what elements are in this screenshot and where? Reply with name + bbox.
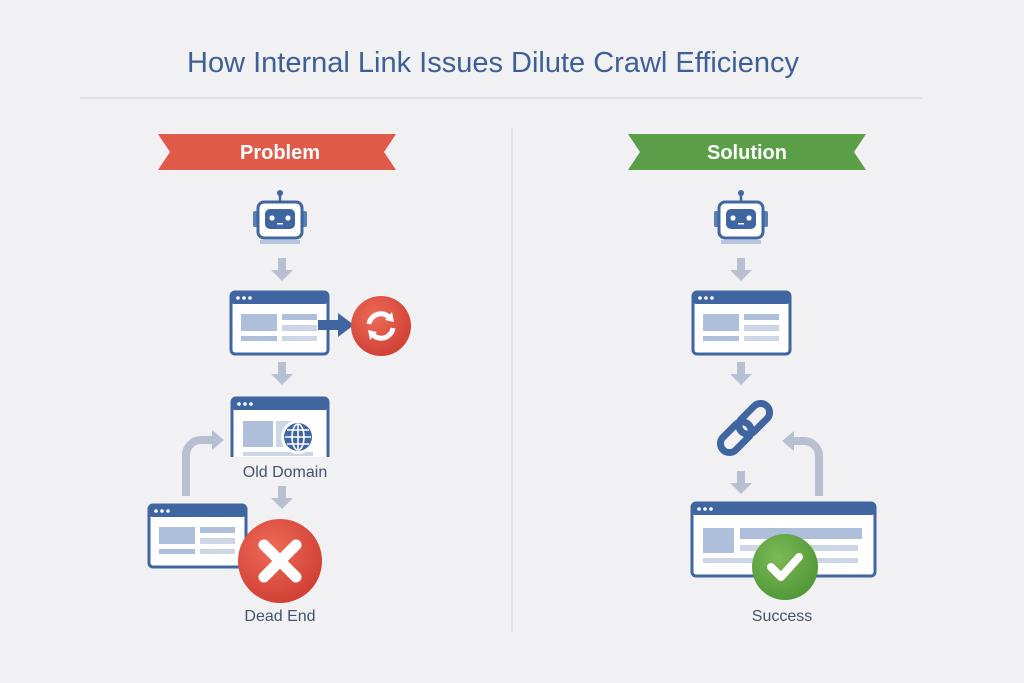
problem-banner: Problem <box>158 134 396 170</box>
crawler-robot-icon <box>712 188 770 246</box>
redirect-arrow-icon <box>318 313 354 337</box>
old-domain-page-icon <box>230 396 330 457</box>
webpage-icon <box>229 290 330 356</box>
page-title: How Internal Link Issues Dilute Crawl Ef… <box>187 47 799 79</box>
success-check-icon <box>752 534 818 600</box>
down-arrow-icon <box>271 362 293 385</box>
down-arrow-icon <box>271 486 293 509</box>
old-domain-label: Old Domain <box>243 464 327 481</box>
problem-banner-label: Problem <box>240 142 320 164</box>
solution-banner-label: Solution <box>707 142 787 164</box>
down-arrow-icon <box>730 471 752 494</box>
dead-end-label: Dead End <box>244 608 315 625</box>
success-label: Success <box>752 608 812 625</box>
link-chain-icon <box>716 399 774 457</box>
orphan-page-icon <box>147 503 248 569</box>
webpage-icon <box>691 290 792 356</box>
solution-banner: Solution <box>628 134 866 170</box>
down-arrow-icon <box>730 362 752 385</box>
globe-icon <box>281 420 315 454</box>
down-arrow-icon <box>730 258 752 281</box>
loop-back-arrow-icon <box>182 430 224 496</box>
crawler-robot-icon <box>251 188 309 246</box>
redirect-loop-icon <box>351 296 411 356</box>
dead-end-x-icon <box>238 519 322 603</box>
internal-link-arrow-icon <box>782 431 823 496</box>
down-arrow-icon <box>271 258 293 281</box>
